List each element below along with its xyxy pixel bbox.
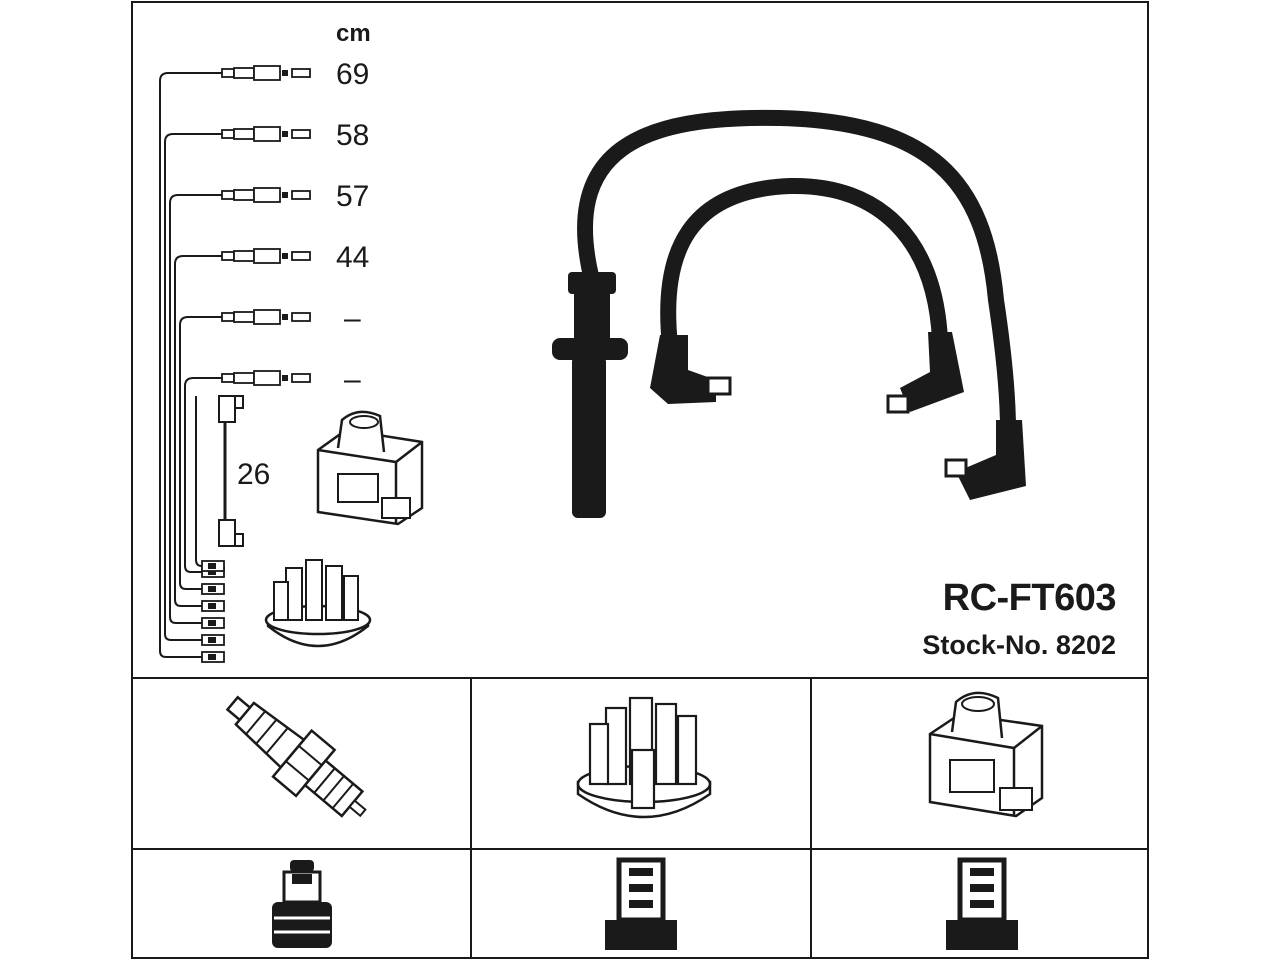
distributor-cap-icon (576, 696, 712, 819)
distributor-cap-small-icon (264, 559, 372, 648)
model-number: RC-FT603 (943, 577, 1116, 619)
cable-length-3: 57 (336, 180, 369, 213)
cable-length-6: – (344, 363, 361, 396)
distributor-terminal-icon (605, 857, 677, 950)
cable-schematic: 69 58 57 44 – – (159, 58, 369, 663)
cable-5 (179, 309, 311, 595)
coil-lead (218, 395, 244, 547)
ignition-coil-icon (928, 691, 1044, 818)
ignition-coil-small-icon (316, 410, 424, 526)
cable-length-1: 69 (336, 58, 369, 91)
cable-length-4: 44 (336, 241, 369, 274)
stock-number: Stock-No. 8202 (922, 630, 1116, 660)
unit-label: cm (336, 20, 371, 47)
cable-length-5: – (344, 302, 361, 335)
cable-4 (174, 248, 311, 612)
cable-length-2: 58 (336, 119, 369, 152)
coil-terminal-icon (946, 857, 1018, 950)
spark-plug-icon (225, 695, 367, 818)
coil-lead-length: 26 (237, 458, 270, 491)
cable-1 (159, 65, 311, 663)
coil-lead-bundle (195, 396, 225, 572)
cable-2 (164, 126, 311, 646)
cable-3 (169, 187, 311, 629)
spark-plug-terminal-icon (272, 860, 332, 948)
cable-6 (184, 370, 311, 578)
cable-set-illustration (552, 109, 1026, 518)
